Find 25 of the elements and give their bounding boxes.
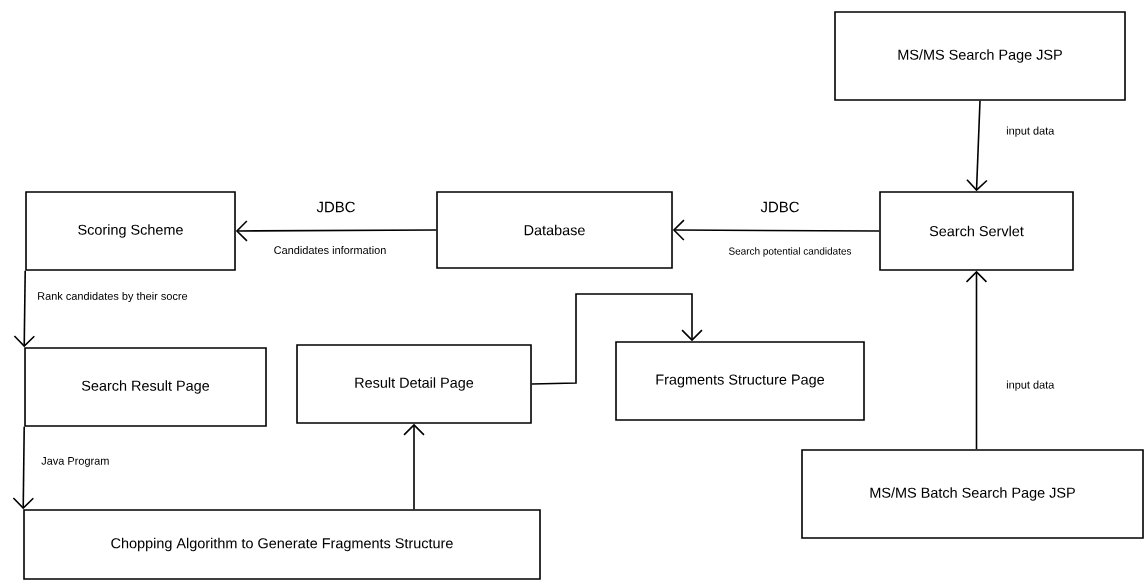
edge-label: JDBC (316, 201, 355, 213)
note-text: Candidates information (274, 245, 386, 254)
arrow (531, 293, 703, 385)
process-box: MS/MS Batch Search Page JSP (801, 449, 1144, 539)
process-box: Search Result Page (24, 347, 267, 427)
process-box: Chopping Algorithm to Generate Fragments Structure (23, 509, 541, 580)
arrow (13, 270, 36, 348)
arrow (965, 270, 988, 450)
process-box: Result Detail Page (296, 344, 532, 424)
arrow (12, 426, 35, 510)
process-box: Fragments Structure Page (615, 341, 865, 421)
edge-label: Java Program (41, 457, 109, 467)
edge-label: JDBC (760, 201, 799, 213)
edge-label: input data (1006, 380, 1055, 391)
process-box: Database (436, 191, 673, 269)
edge-label: input data (1006, 126, 1055, 137)
arrow (672, 219, 880, 241)
process-box: Search Servlet (879, 191, 1074, 271)
process-box: MS/MS Search Page JSP (834, 11, 1126, 101)
process-box: Scoring Scheme (25, 191, 236, 271)
note-text: Search potential candidates (729, 247, 852, 257)
edge-label: Rank candidates by their socre (38, 291, 188, 303)
arrow (966, 100, 988, 192)
arrow (403, 423, 425, 510)
arrow (235, 220, 437, 242)
